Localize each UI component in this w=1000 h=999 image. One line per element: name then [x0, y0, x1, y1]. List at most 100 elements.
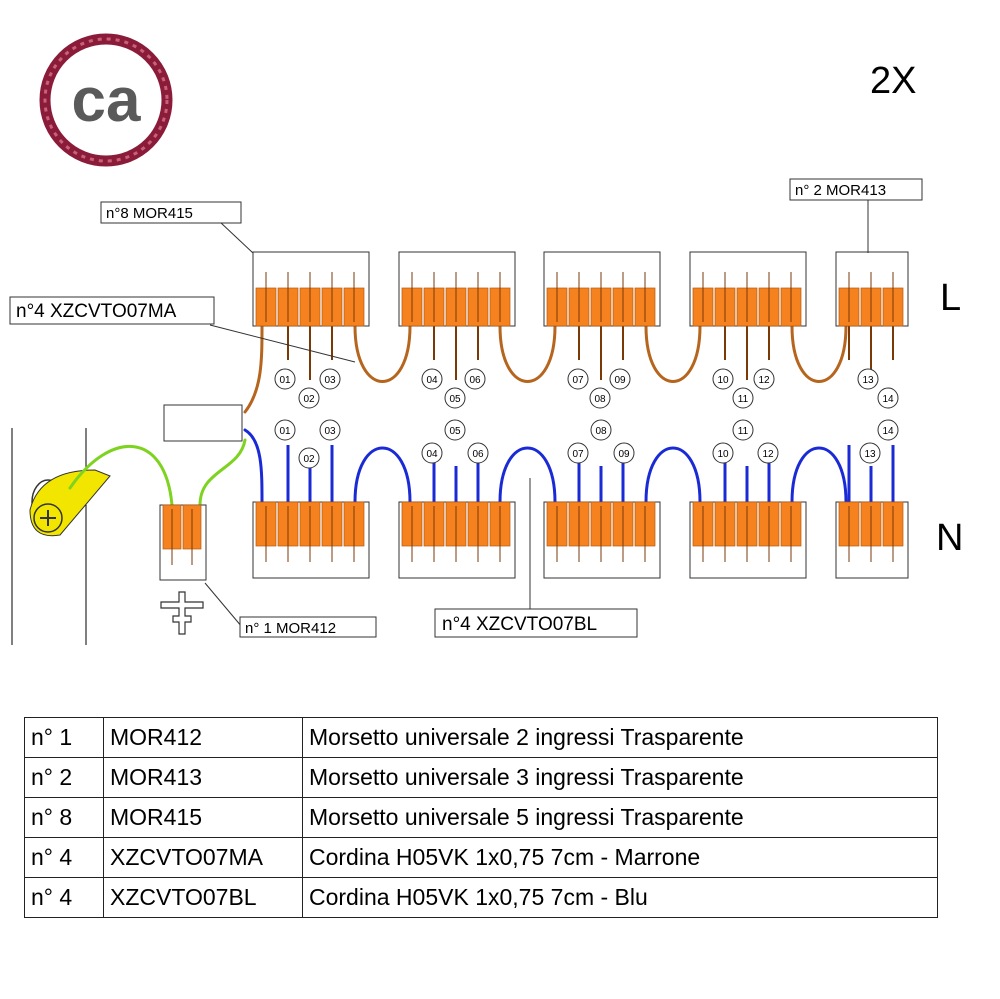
svg-text:11: 11: [738, 394, 749, 405]
brown-wire: [243, 324, 264, 414]
connector-neutral: [543, 501, 661, 579]
svg-text:12: 12: [762, 449, 774, 460]
part-description: Cordina H05VK 1x0,75 7cm - Blu: [302, 877, 938, 918]
connector-neutral: [398, 501, 516, 579]
svg-text:n° 2 MOR413: n° 2 MOR413: [795, 182, 886, 199]
svg-text:02: 02: [303, 454, 315, 465]
svg-text:14: 14: [882, 394, 894, 405]
svg-text:07: 07: [572, 375, 584, 386]
terminal-number-live: 13: [857, 368, 879, 390]
part-code: MOR412: [103, 717, 303, 758]
terminal-number-neutral: 10: [712, 442, 734, 464]
svg-text:n° 1 MOR412: n° 1 MOR412: [245, 620, 336, 637]
terminal-number-live: 01: [274, 368, 296, 390]
terminal-number-live: 07: [567, 368, 589, 390]
part-qty: n° 4: [24, 877, 104, 918]
green-wire: [68, 444, 174, 507]
blue-wire: [498, 446, 557, 504]
part-description: Morsetto universale 3 ingressi Trasparen…: [302, 757, 938, 798]
terminal-number-neutral: 01: [274, 419, 296, 441]
terminal-number-neutral: 08: [590, 419, 612, 441]
part-description: Morsetto universale 5 ingressi Trasparen…: [302, 797, 938, 838]
terminal-number-live: 08: [589, 387, 611, 409]
blue-wire: [353, 446, 412, 504]
connector-live: [398, 251, 516, 327]
connector-live: [543, 251, 661, 327]
terminal-number-live: 10: [712, 368, 734, 390]
logo-ring-twist: [43, 37, 169, 163]
terminal-number-live: 06: [464, 368, 486, 390]
part-code: MOR415: [103, 797, 303, 838]
svg-text:04: 04: [426, 375, 438, 386]
connector-live: [252, 251, 370, 327]
logo: ca: [39, 33, 173, 167]
svg-text:13: 13: [862, 375, 874, 386]
terminal-number-neutral: 14: [877, 419, 899, 441]
part-code: MOR413: [103, 757, 303, 798]
svg-text:11: 11: [738, 426, 749, 437]
terminal-number-live: 04: [421, 368, 443, 390]
brown-wire: [498, 324, 557, 383]
part-description: Morsetto universale 2 ingressi Trasparen…: [302, 717, 938, 758]
brown-wire: [644, 324, 702, 383]
svg-text:01: 01: [279, 375, 291, 386]
ground-icon: [160, 591, 204, 635]
earth-terminal-icon: [29, 469, 111, 537]
svg-text:10: 10: [717, 449, 729, 460]
terminal-number-neutral: 02: [298, 447, 320, 469]
part-qty: n° 8: [24, 797, 104, 838]
svg-text:01: 01: [279, 426, 291, 437]
svg-text:03: 03: [324, 426, 336, 437]
terminal-number-neutral: 13: [859, 442, 881, 464]
terminal-number-neutral: 07: [567, 442, 589, 464]
terminal-number-live: 11: [732, 387, 754, 409]
svg-text:09: 09: [614, 375, 626, 386]
callout-mor415: n°8 MOR415: [100, 201, 242, 224]
callout-blue-wire: n°4 XZCVTO07BL: [434, 608, 638, 638]
part-qty: n° 1: [24, 717, 104, 758]
terminal-number-neutral: 12: [757, 442, 779, 464]
svg-text:14: 14: [882, 426, 894, 437]
live-label: L: [940, 277, 961, 319]
blue-wire: [243, 428, 264, 504]
connector-neutral: [689, 501, 807, 579]
terminal-number-neutral: 11: [732, 419, 754, 441]
svg-text:06: 06: [472, 449, 484, 460]
part-qty: n° 2: [24, 757, 104, 798]
logo-text: ca: [72, 66, 141, 135]
terminal-number-neutral: 09: [613, 442, 635, 464]
part-code: XZCVTO07BL: [103, 877, 303, 918]
neutral-label: N: [936, 517, 963, 559]
svg-text:05: 05: [449, 426, 461, 437]
terminal-number-live: 14: [877, 387, 899, 409]
brown-wire: [790, 324, 848, 383]
connector-live: [689, 251, 807, 327]
terminal-number-neutral: 06: [467, 442, 489, 464]
brown-wire: [353, 324, 412, 383]
svg-text:07: 07: [572, 449, 584, 460]
terminal-number-live: 03: [319, 368, 341, 390]
connector-live: [835, 251, 909, 327]
terminal-number-live: 05: [444, 387, 466, 409]
blue-wire: [644, 446, 702, 504]
svg-text:06: 06: [469, 375, 481, 386]
terminal-number-neutral: 05: [444, 419, 466, 441]
svg-text:10: 10: [717, 375, 729, 386]
part-code: XZCVTO07MA: [103, 837, 303, 878]
svg-text:04: 04: [426, 449, 438, 460]
green-wire: [198, 438, 247, 507]
callout-leaders: [204, 200, 869, 628]
terminal-number-live: 09: [609, 368, 631, 390]
part-qty: n° 4: [24, 837, 104, 878]
svg-text:08: 08: [595, 426, 607, 437]
svg-text:08: 08: [594, 394, 606, 405]
connector-neutral: [252, 501, 370, 579]
callout-mor412: n° 1 MOR412: [239, 616, 377, 638]
svg-text:n°8 MOR415: n°8 MOR415: [106, 205, 193, 222]
callout-brown-wire: n°4 XZCVTO07MA: [9, 296, 215, 325]
